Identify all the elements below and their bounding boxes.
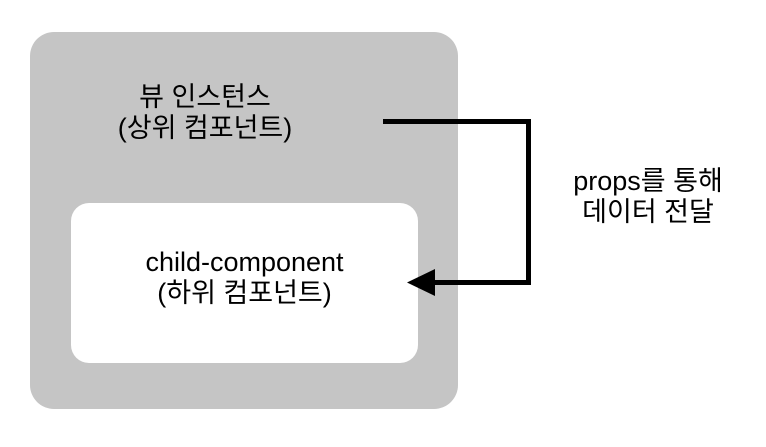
parent-component-label-line2: (상위 컴포넌트) <box>117 113 293 144</box>
props-flow-label-line1: props를 통해 <box>573 166 723 196</box>
child-component-box <box>71 203 418 363</box>
parent-component-label: 뷰 인스턴스 (상위 컴포넌트) <box>30 82 380 145</box>
child-component-label-line1: child-component <box>145 247 344 277</box>
parent-component-label-line1: 뷰 인스턴스 <box>139 82 271 112</box>
child-component-label-line2: (하위 컴포넌트) <box>157 278 332 309</box>
props-flow-label-line2: 데이터 전달 <box>582 197 714 228</box>
child-component-label: child-component (하위 컴포넌트) <box>71 247 418 310</box>
props-flow-label: props를 통해 데이터 전달 <box>540 166 756 229</box>
